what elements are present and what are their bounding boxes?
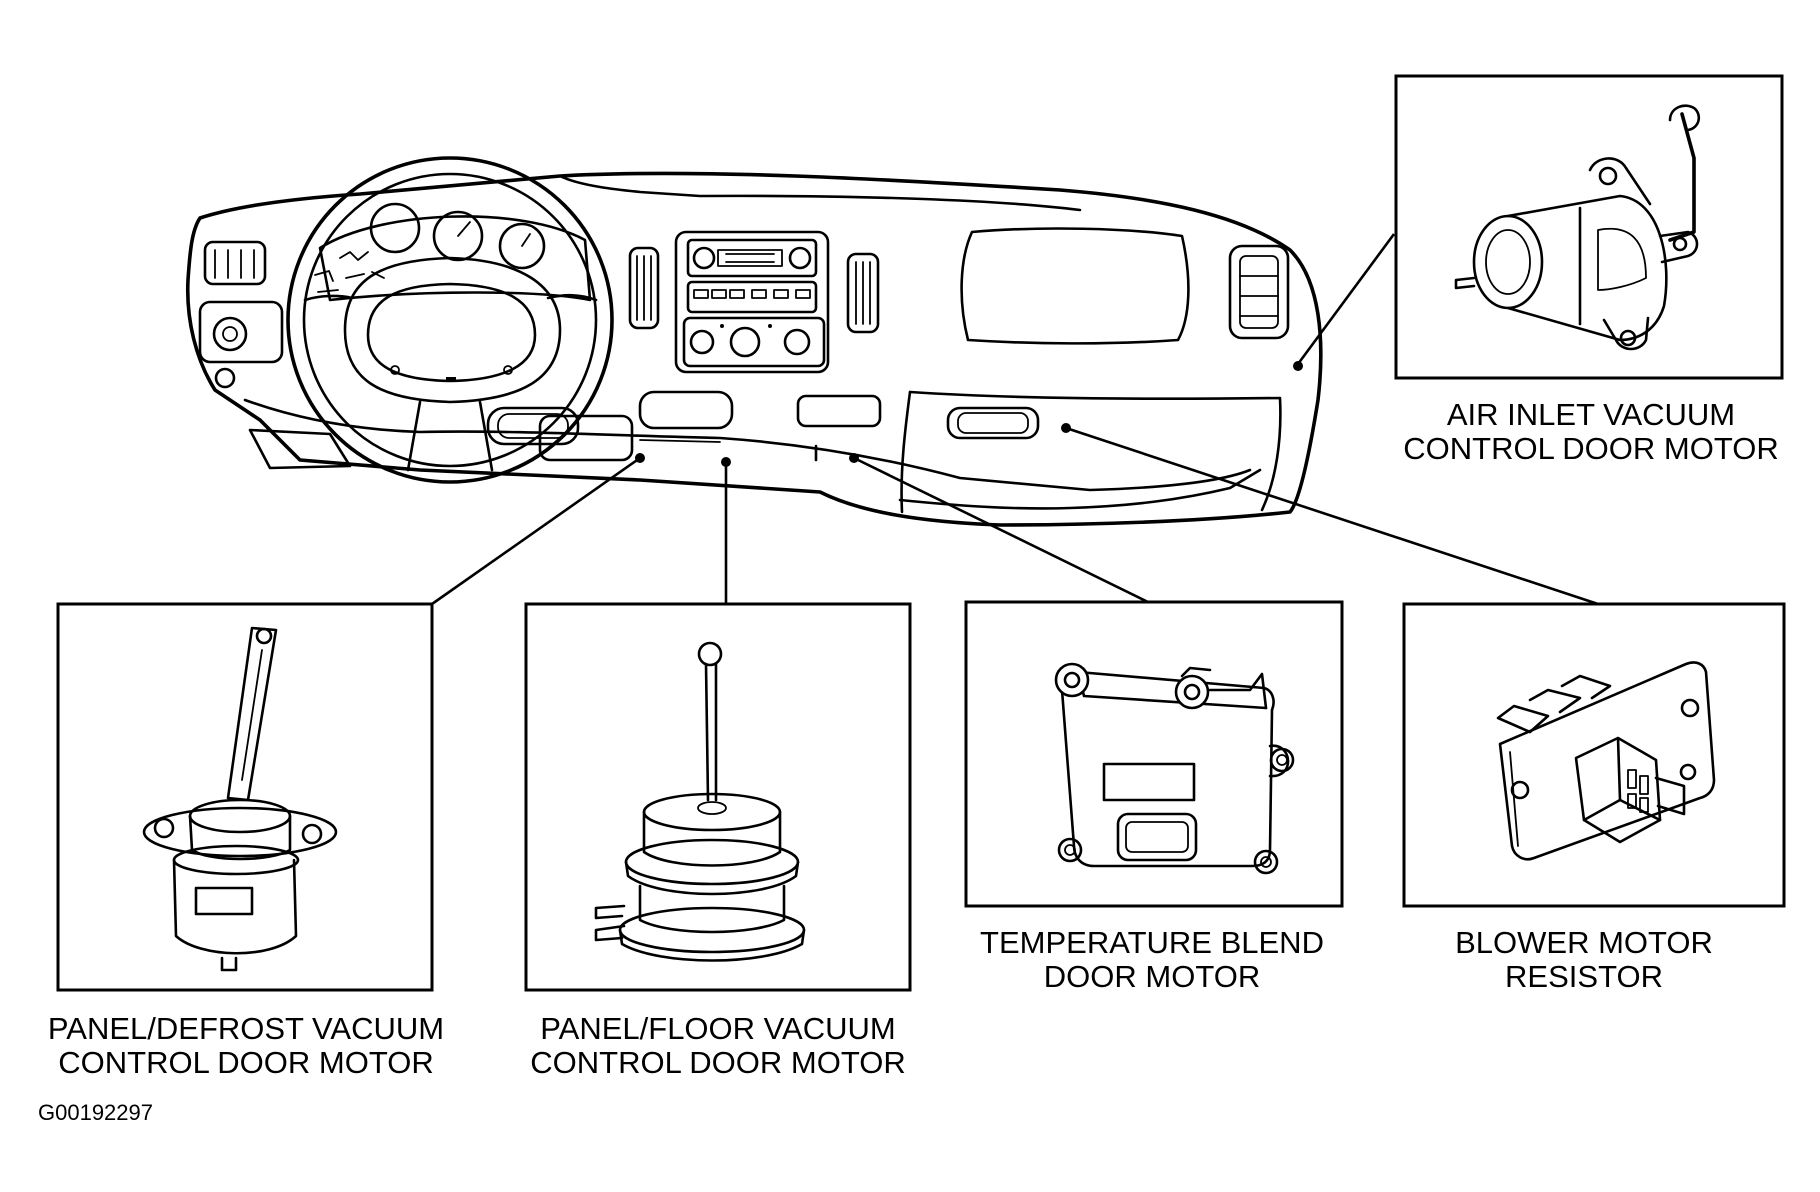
panel-defrost-label-line2: CONTROL DOOR MOTOR: [58, 1045, 433, 1080]
temperature-blend-motor-frame: [964, 600, 1344, 908]
temperature-blend-label-line1: TEMPERATURE BLEND: [980, 925, 1324, 960]
leader-panel-defrost: [431, 456, 641, 606]
panel-floor-motor-panel: PANEL/FLOOR VACUUM CONTROL DOOR MOTOR: [524, 602, 912, 1080]
panel-floor-label-line1: PANEL/FLOOR VACUUM: [540, 1011, 895, 1046]
instrument-panel-illustration: [185, 156, 1323, 527]
air-inlet-motor-illustration: [1454, 104, 1701, 351]
blower-resistor-illustration: [1496, 661, 1716, 861]
panel-defrost-motor-panel: PANEL/DEFROST VACUUM CONTROL DOOR MOTOR: [48, 602, 444, 1080]
leader-air-inlet: [1296, 233, 1396, 365]
panel-defrost-motor-illustration: [142, 626, 338, 972]
panel-defrost-label-line1: PANEL/DEFROST VACUUM: [48, 1011, 444, 1046]
temperature-blend-motor-illustration: [1054, 662, 1295, 875]
leader-dot-panel-defrost: [635, 453, 645, 463]
air-inlet-motor-panel: AIR INLET VACUUM CONTROL DOOR MOTOR: [1394, 74, 1784, 466]
blower-resistor-panel: BLOWER MOTOR RESISTOR: [1402, 602, 1786, 994]
leader-temperature-blend: [853, 456, 1149, 604]
air-inlet-label-line1: AIR INLET VACUUM: [1447, 397, 1735, 432]
figure-id: G00192297: [38, 1100, 153, 1125]
panel-defrost-motor-frame: [56, 602, 434, 992]
leader-blower-resistor: [1065, 426, 1599, 606]
panel-floor-label-line2: CONTROL DOOR MOTOR: [530, 1045, 905, 1080]
leader-dot-panel-floor: [721, 457, 731, 467]
blower-resistor-label-line1: BLOWER MOTOR: [1455, 925, 1713, 960]
air-inlet-motor-frame: [1394, 74, 1784, 380]
blower-resistor-frame: [1402, 602, 1786, 908]
leader-dot-temperature-blend: [849, 453, 859, 463]
air-inlet-label-line2: CONTROL DOOR MOTOR: [1403, 431, 1778, 466]
temperature-blend-motor-panel: TEMPERATURE BLEND DOOR MOTOR: [964, 600, 1344, 994]
callout-leaders: [431, 233, 1599, 606]
temperature-blend-label-line2: DOOR MOTOR: [1044, 959, 1260, 994]
blower-resistor-label-line2: RESISTOR: [1505, 959, 1663, 994]
panel-floor-motor-frame: [524, 602, 912, 992]
panel-floor-motor-illustration: [594, 641, 806, 962]
leader-dot-air-inlet: [1293, 361, 1303, 371]
leader-dot-blower-resistor: [1061, 423, 1071, 433]
